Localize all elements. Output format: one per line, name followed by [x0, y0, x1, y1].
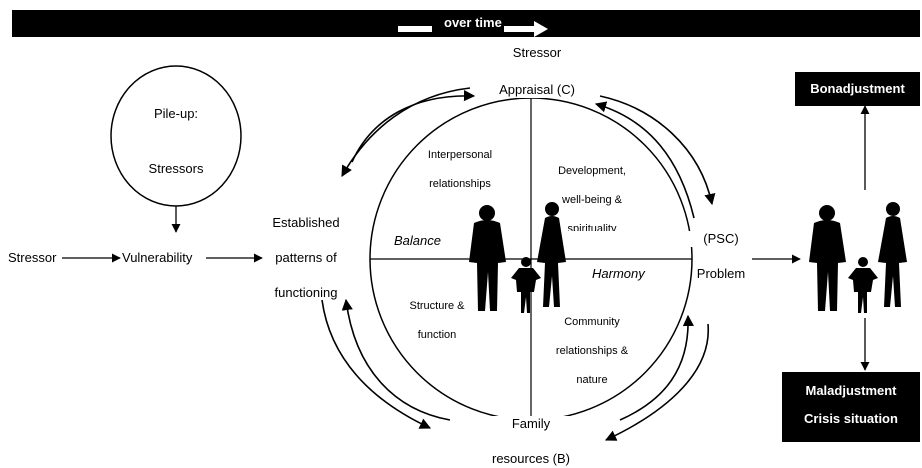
- established-line-2: patterns of: [275, 250, 337, 265]
- appraisal-line-2: Appraisal (C): [482, 82, 592, 98]
- family-silhouette-center: [469, 202, 566, 313]
- established-line-3: functioning: [274, 285, 338, 300]
- quadrant-tr-line-3: spirituality: [567, 223, 617, 231]
- family-silhouette-right: [809, 202, 907, 313]
- crisis-label: Crisis situation: [804, 411, 898, 426]
- quadrant-br-line-1: Community: [564, 316, 620, 328]
- vulnerability-label: Vulnerability: [122, 250, 195, 266]
- quadrant-tr-line-1: Development,: [558, 165, 626, 177]
- quadrant-br-line-2: relationships &: [555, 345, 629, 357]
- cycle-arrow-bottom-left-outer: [321, 299, 432, 429]
- cycle-arrow-bottom-right-outer: [604, 323, 709, 441]
- quadrant-tr-line-2: well-being &: [562, 194, 622, 206]
- quadrant-bl-line-2: function: [417, 329, 457, 341]
- quadrant-tl-line-1: Interpersonal: [427, 149, 493, 161]
- over-time-arrow: [398, 21, 548, 37]
- resources-line-1: Family: [476, 416, 586, 432]
- quadrant-br-line-3: nature: [576, 374, 608, 386]
- cycle-arrow-top-left-outer: [341, 87, 471, 177]
- over-time-label: over time: [444, 15, 502, 30]
- harmony-label: Harmony: [592, 266, 645, 281]
- pileup-circle: [110, 65, 242, 207]
- maladjustment-box: Maladjustment Crisis situation: [782, 372, 920, 442]
- bonadjustment-label: Bonadjustment: [810, 81, 905, 96]
- stressor-label: Stressor: [8, 250, 59, 266]
- bonadjustment-box: Bonadjustment: [795, 72, 920, 106]
- over-time-banner: [12, 10, 920, 37]
- resources-line-2: resources (B): [491, 451, 571, 466]
- appraisal-line-1: Stressor: [512, 45, 562, 60]
- cycle-arrow-top-left-inner: [351, 90, 476, 163]
- cycle-arrow-bottom-left-inner: [341, 298, 451, 421]
- pileup-stressors: Stressors: [148, 161, 204, 176]
- pileup-title: Pile-up:: [153, 106, 199, 121]
- quadrant-bl-line-1: Structure &: [409, 300, 465, 312]
- cycle-arrow-bottom-right-inner: [619, 314, 694, 421]
- maladjustment-label: Maladjustment: [805, 383, 897, 398]
- cycle-arrow-top-right-outer: [599, 95, 716, 206]
- balance-label: Balance: [394, 233, 441, 248]
- problem-line-2: Problem: [696, 266, 746, 281]
- problem-line-1: (PSC): [688, 231, 754, 247]
- cycle-arrow-top-right-inner: [594, 101, 695, 219]
- established-line-1: Established: [272, 215, 340, 230]
- quadrant-tl-line-2: relationships: [429, 178, 491, 190]
